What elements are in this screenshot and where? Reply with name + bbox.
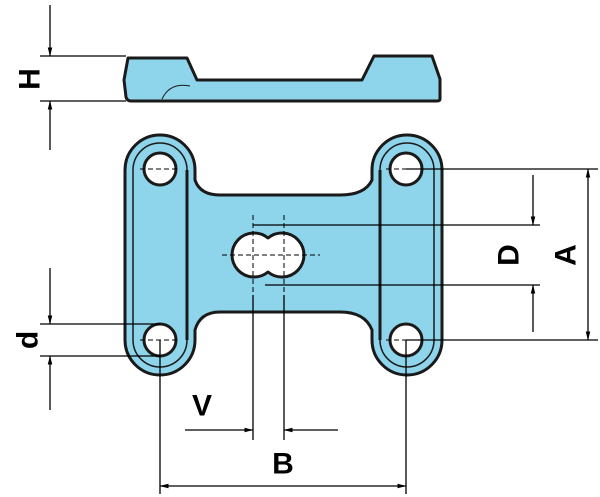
side-view-body [122,54,442,103]
label-A: A [550,244,583,266]
dimension-H [40,5,126,150]
label-D: D [493,244,526,266]
label-d: d [12,331,45,349]
dimension-V [185,295,338,440]
dimension-d [40,268,160,410]
label-H: H [14,68,47,90]
label-B: B [272,448,294,481]
left-bar-cap-top [132,142,188,171]
side-view-hidden-edge [161,84,191,100]
label-V: V [192,390,212,423]
dimension-A [406,168,598,341]
side-view [122,54,442,103]
dimension-B [159,340,407,494]
right-bar-cap-top [379,142,435,171]
dimension-D [253,175,540,332]
center-slot [230,231,306,279]
right-bar-cap-bottom [379,339,435,368]
